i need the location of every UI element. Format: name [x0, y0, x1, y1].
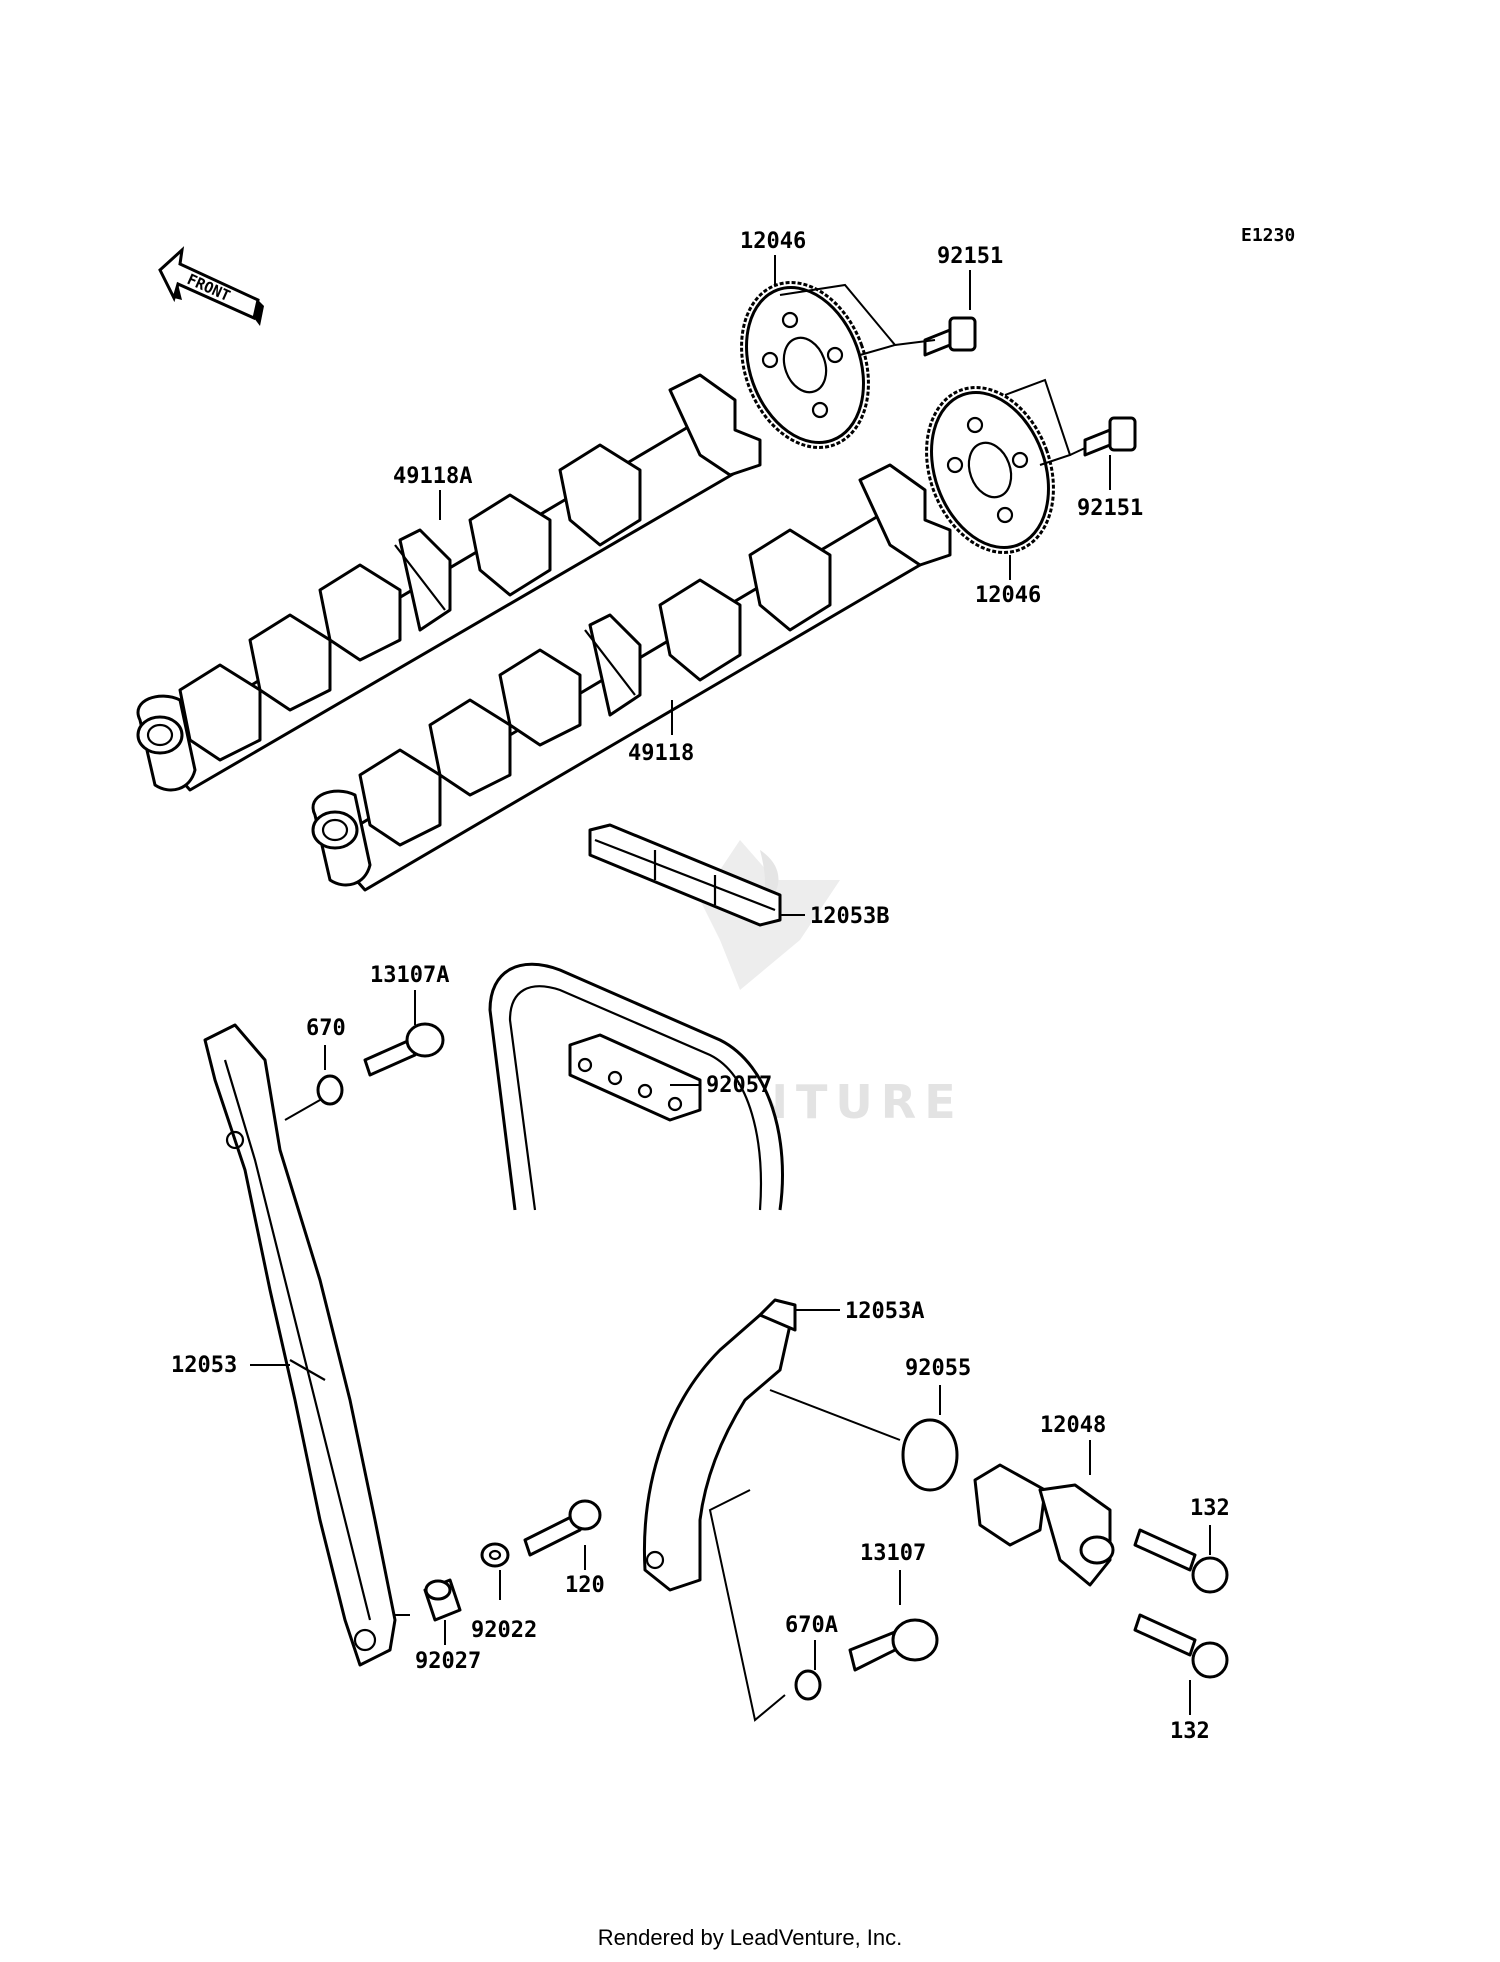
timing-chain-92057 [488, 962, 784, 1211]
bolt-13107 [848, 1618, 939, 1672]
camshaft-49118 [311, 463, 952, 892]
bolt-92151-lower [1083, 416, 1137, 457]
label-92151-lower: 92151 [1077, 496, 1143, 521]
label-120: 120 [565, 1573, 605, 1598]
label-49118: 49118 [628, 741, 694, 766]
guide-12053 [203, 1023, 397, 1667]
bolt-132-lower [1133, 1613, 1229, 1679]
collar-92027 [423, 1578, 462, 1622]
label-12046-upper: 12046 [740, 229, 806, 254]
front-arrow-icon: FRONT [158, 246, 264, 326]
label-13107a: 13107A [370, 963, 449, 988]
washer-92022 [480, 1542, 510, 1568]
label-12046-lower: 12046 [975, 583, 1041, 608]
label-92022: 92022 [471, 1618, 537, 1643]
bolt-92151-upper [923, 316, 977, 357]
label-92055: 92055 [905, 1356, 971, 1381]
label-12048: 12048 [1040, 1413, 1106, 1438]
label-12053a: 12053A [845, 1299, 924, 1324]
guide-12053b [588, 823, 782, 927]
front-label: FRONT [184, 270, 233, 305]
leader-lines [250, 255, 1211, 1722]
bolt-120 [523, 1499, 602, 1557]
label-670: 670 [306, 1016, 346, 1041]
bolt-13107a [363, 1022, 445, 1077]
part-labels: 12046 92151 92151 12046 49118A 49118 120… [171, 229, 1230, 1744]
label-13107: 13107 [860, 1541, 926, 1566]
label-12053b: 12053B [810, 904, 889, 929]
o-ring-92055 [901, 1418, 959, 1492]
label-132-upper: 132 [1190, 1496, 1230, 1521]
label-92151-upper: 92151 [937, 244, 1003, 269]
label-92027: 92027 [415, 1649, 481, 1674]
label-12053: 12053 [171, 1353, 237, 1378]
label-92057: 92057 [706, 1073, 772, 1098]
o-ring-670a [794, 1669, 822, 1701]
diagram-code: E1230 [1241, 225, 1295, 246]
footer-credit: Rendered by LeadVenture, Inc. [598, 1925, 903, 1950]
o-ring-670 [316, 1074, 344, 1106]
camshaft-49118a [136, 373, 762, 792]
label-670a: 670A [785, 1613, 838, 1638]
tensioner-12048 [973, 1463, 1115, 1587]
bolt-132-upper [1133, 1528, 1229, 1594]
sprocket-12046-lower [925, 386, 1055, 554]
label-49118a: 49118A [393, 464, 472, 489]
guide-12053a [642, 1298, 797, 1592]
label-132-lower: 132 [1170, 1719, 1210, 1744]
sprocket-12046-upper [740, 281, 870, 449]
